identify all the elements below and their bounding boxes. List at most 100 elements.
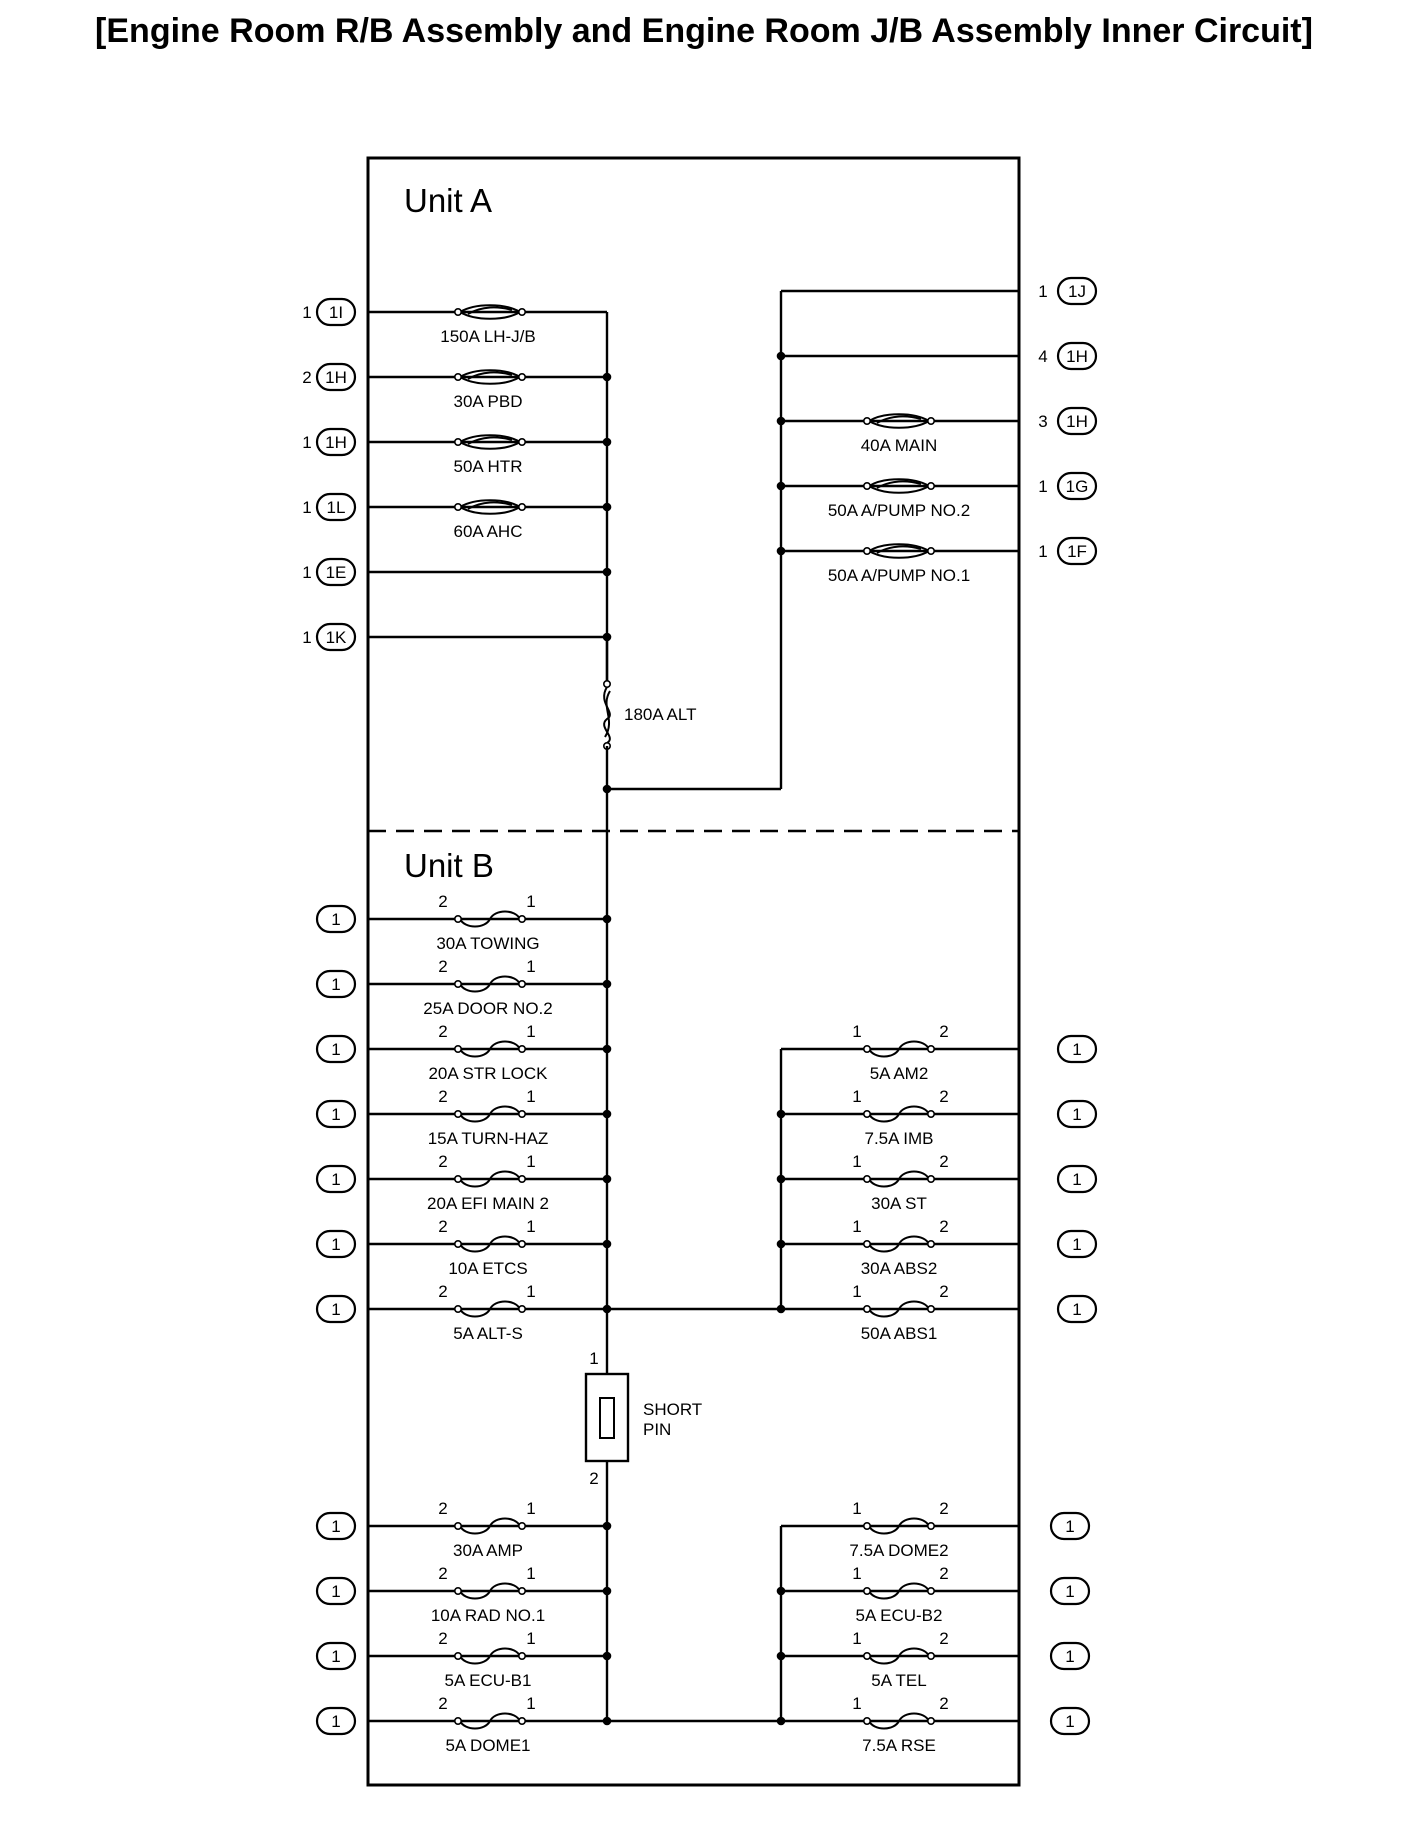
- connector-oval: [1056, 341, 1098, 371]
- junction-dot: [776, 351, 786, 361]
- pin-number: 2: [438, 1087, 447, 1106]
- fuse-label: 7.5A RSE: [862, 1736, 936, 1755]
- connector-label: 1: [331, 1712, 340, 1731]
- fuse-label: 50A HTR: [454, 457, 523, 476]
- pin-number: 2: [589, 1469, 598, 1488]
- pin-number: 2: [939, 1152, 948, 1171]
- fuse-symbol: [459, 1647, 521, 1665]
- junction-dot: [602, 1239, 612, 1249]
- fuse-symbol: [459, 1105, 521, 1123]
- fuse-symbol: [459, 1040, 521, 1058]
- fuse-symbol: [868, 550, 930, 559]
- pin-number: 2: [438, 1564, 447, 1583]
- fuse-terminal: [926, 481, 935, 490]
- pin-number: 1: [526, 1022, 535, 1041]
- connector-oval: [315, 904, 357, 934]
- fuse-symbol: [868, 478, 930, 487]
- fuse-label: 50A A/PUMP NO.2: [828, 501, 970, 520]
- fuse-symbol: [459, 304, 521, 313]
- fuse-symbol: [868, 1170, 930, 1188]
- junction-dot: [602, 1586, 612, 1596]
- assembly-border: [366, 156, 1021, 1787]
- fuse-terminal: [926, 546, 935, 555]
- pin-number: 2: [438, 1217, 447, 1236]
- fuse-label: 5A ECU-B1: [445, 1671, 532, 1690]
- pin-number: 2: [438, 1694, 447, 1713]
- fuse-terminal: [453, 372, 462, 381]
- junction-dot: [776, 1651, 786, 1661]
- junction-dot: [776, 1109, 786, 1119]
- connector-label: 1K: [326, 628, 347, 647]
- pin-number: 2: [939, 1694, 948, 1713]
- fuse-terminal: [926, 1652, 935, 1661]
- fuse-terminal: [517, 1240, 526, 1249]
- fuse-symbol: [459, 311, 521, 320]
- fuse-terminal: [453, 979, 462, 988]
- pin-number: 1: [526, 1087, 535, 1106]
- connector-oval: [1056, 1229, 1098, 1259]
- connector-oval: [315, 969, 357, 999]
- fuse-terminal: [453, 502, 462, 511]
- fuse-terminal: [602, 679, 611, 688]
- fuse-terminal: [862, 1110, 871, 1119]
- connector-label: 1: [331, 1300, 340, 1319]
- connector-oval: [315, 1099, 357, 1129]
- connector-oval: [315, 1706, 357, 1736]
- junction-dot: [602, 372, 612, 382]
- fuse-terminal: [926, 1175, 935, 1184]
- pin-number: 1: [526, 1152, 535, 1171]
- fuse-symbol: [868, 1712, 930, 1730]
- fuse-label: 30A AMP: [453, 1541, 523, 1560]
- junction-dot: [602, 1109, 612, 1119]
- connector-oval: [1056, 406, 1098, 436]
- fuse-terminal: [862, 1522, 871, 1531]
- pin-number: 1: [526, 1564, 535, 1583]
- fuse-terminal: [453, 1305, 462, 1314]
- connector-oval: [315, 297, 357, 327]
- pin-number: 2: [302, 368, 311, 387]
- connector-oval: [315, 1641, 357, 1671]
- fuse-terminal: [862, 1175, 871, 1184]
- fuse-label: 5A TEL: [871, 1671, 926, 1690]
- connector-oval: [1056, 536, 1098, 566]
- pin-number: 1: [302, 498, 311, 517]
- fuse-terminal: [926, 1045, 935, 1054]
- connector-oval: [315, 557, 357, 587]
- connector-label: 1: [1072, 1105, 1081, 1124]
- junction-dot: [602, 437, 612, 447]
- fuse-symbol: [459, 1517, 521, 1535]
- junction-dot: [776, 546, 786, 556]
- fuse-symbol: [868, 1300, 930, 1318]
- fuse-label: 10A RAD NO.1: [431, 1606, 545, 1625]
- fuse-label: 5A AM2: [870, 1064, 929, 1083]
- pin-number: 1: [302, 628, 311, 647]
- fuse-terminal: [453, 1587, 462, 1596]
- fuse-label: 50A A/PUMP NO.1: [828, 566, 970, 585]
- fuse-symbol: [467, 501, 513, 510]
- connector-label: 1: [331, 1235, 340, 1254]
- fuse-terminal: [453, 1652, 462, 1661]
- pin-number: 2: [438, 892, 447, 911]
- connector-label: 1: [331, 1040, 340, 1059]
- fuse-label: 150A LH-J/B: [440, 327, 535, 346]
- fuse-symbol: [459, 434, 521, 443]
- fuse-label: 25A DOOR NO.2: [423, 999, 552, 1018]
- connector-oval: [1056, 1034, 1098, 1064]
- fuse-label-alt: 180A ALT: [624, 705, 696, 724]
- fuse-terminal: [517, 1652, 526, 1661]
- fuse-symbol: [459, 441, 521, 450]
- connector-oval: [1056, 1164, 1098, 1194]
- fuse-symbol: [459, 1712, 521, 1730]
- fuse-terminal: [862, 1652, 871, 1661]
- fuse-symbol: [467, 306, 513, 315]
- pin-number: 1: [526, 1629, 535, 1648]
- fuse-terminal: [453, 1045, 462, 1054]
- connector-oval: [315, 1164, 357, 1194]
- fuse-terminal: [453, 1240, 462, 1249]
- short-pin-label: PIN: [643, 1420, 671, 1439]
- connector-oval: [315, 492, 357, 522]
- fuse-terminal: [453, 437, 462, 446]
- connector-oval: [1056, 276, 1098, 306]
- junction-dot: [602, 914, 612, 924]
